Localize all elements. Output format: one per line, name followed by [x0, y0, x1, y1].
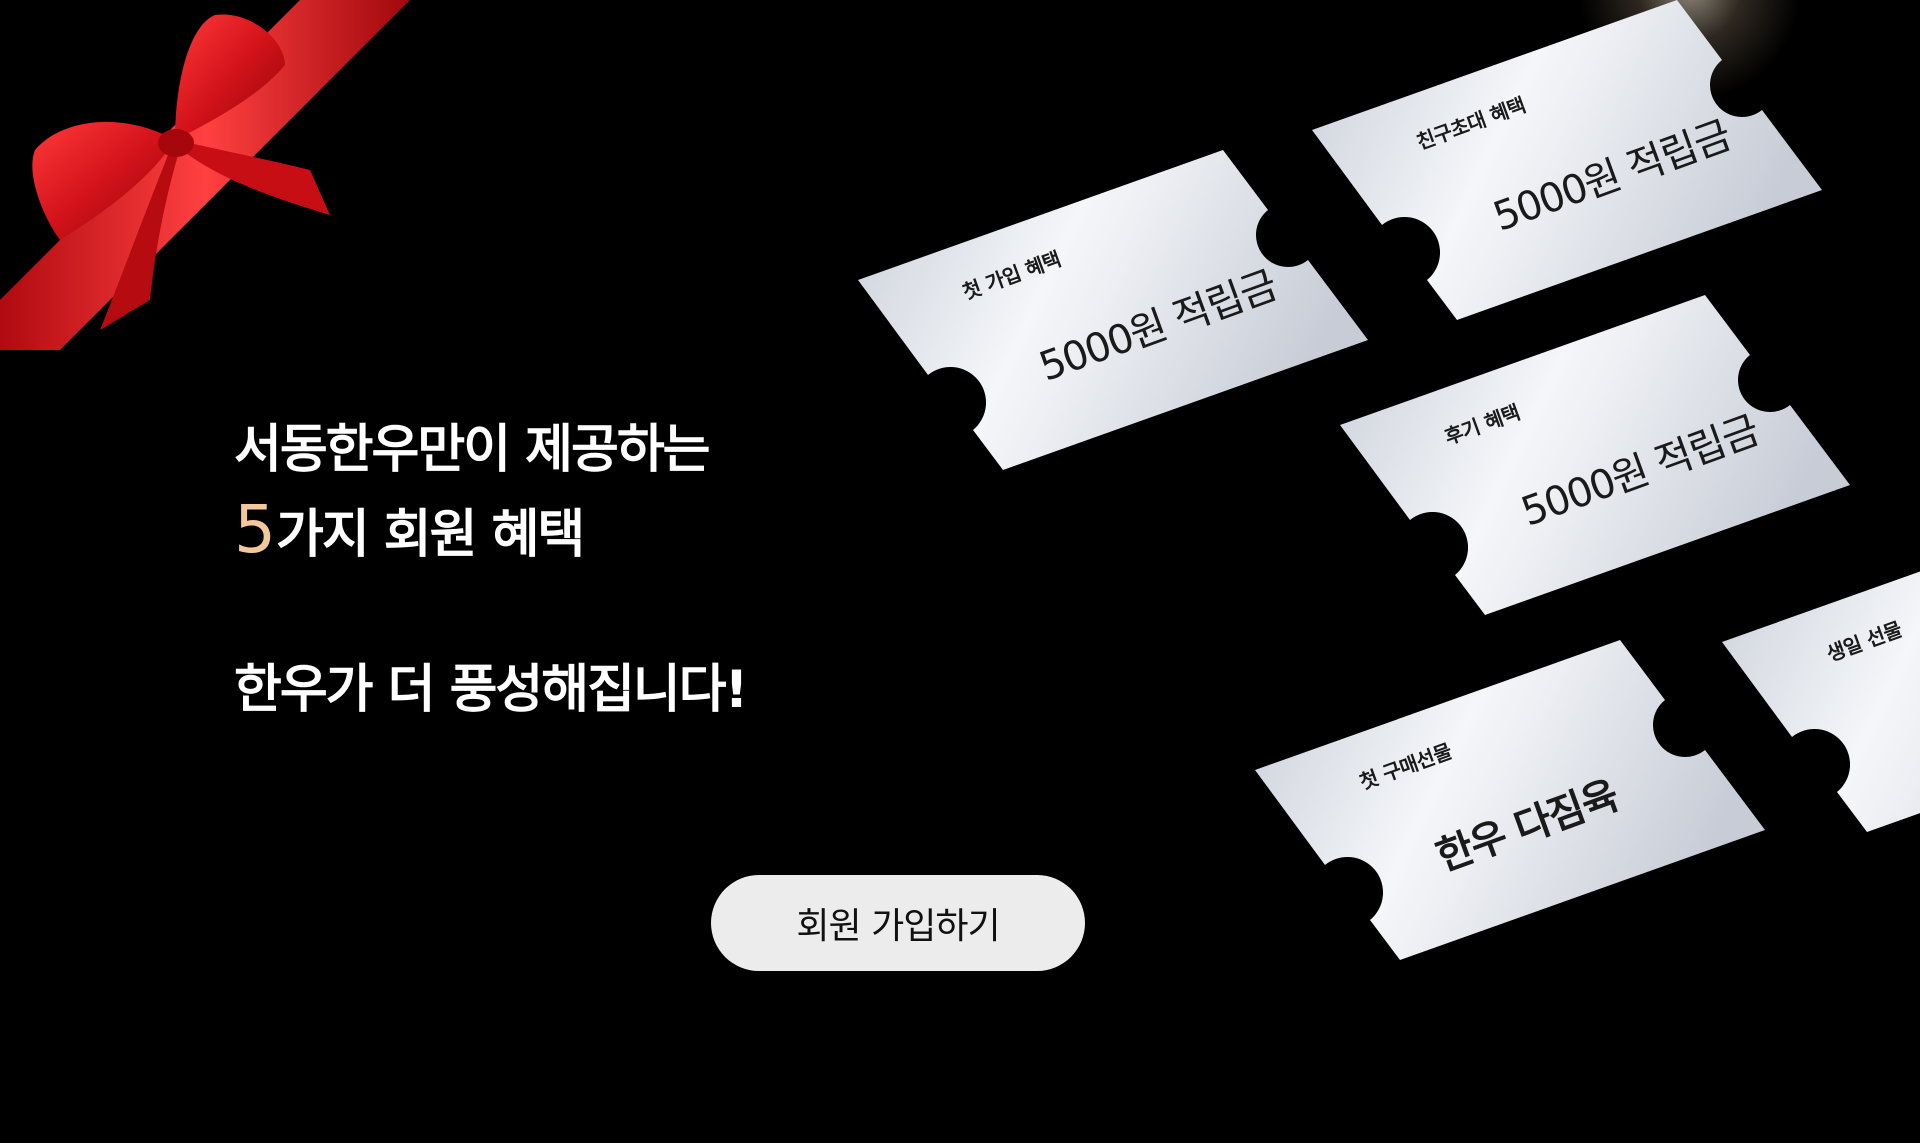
coupon-body: [1255, 640, 1765, 960]
signup-button[interactable]: 회원 가입하기: [711, 875, 1085, 971]
coupon-body: [858, 150, 1368, 470]
headline-line-2: 5가지 회원 혜택: [234, 490, 934, 575]
coupon-ticket-shape: [858, 150, 1368, 470]
coupon-body: [1722, 571, 1920, 832]
coupon-ticket-shape: [1312, 0, 1822, 320]
coupon-body: [1340, 295, 1850, 615]
coupon-ticket-shape: [1255, 640, 1765, 960]
coupon-body: [1312, 0, 1822, 320]
subheadline: 한우가 더 풍성해집니다!: [234, 660, 748, 720]
headline: 서동한우만이 제공하는 5가지 회원 혜택: [234, 410, 934, 575]
benefit-count: 5: [234, 491, 276, 568]
ribbon-bow-icon: [0, 0, 410, 350]
coupon-ticket-shape: [1340, 295, 1850, 615]
coupon-ticket-shape: [1722, 571, 1920, 832]
headline-line-2-text: 가지 회원 혜택: [276, 505, 585, 565]
benefit-coupon: 생일 선물: [1722, 512, 1920, 832]
headline-line-1: 서동한우만이 제공하는: [234, 420, 711, 480]
